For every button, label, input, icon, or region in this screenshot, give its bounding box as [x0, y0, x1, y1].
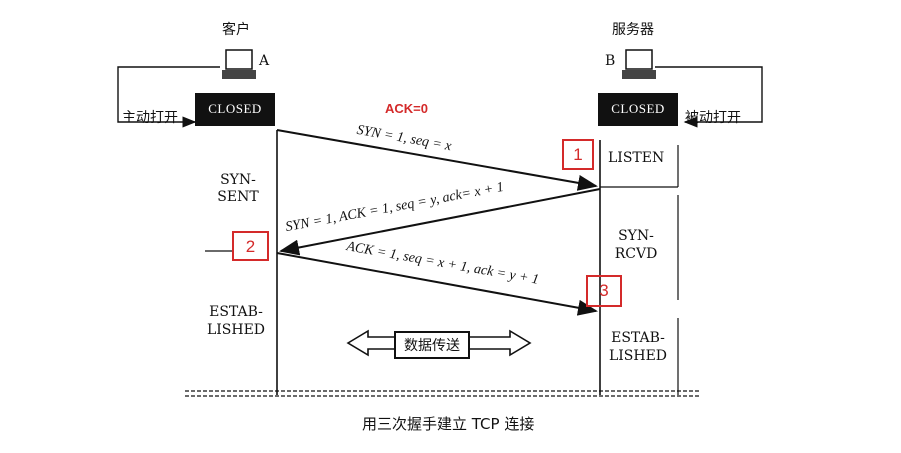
- client-syn-sent-line1: SYN-: [220, 172, 256, 188]
- server-syn-rcvd-line1: SYN-: [618, 228, 654, 244]
- client-syn-sent-line2: SENT: [217, 189, 259, 205]
- data-transfer-box: 数据传送: [394, 331, 470, 359]
- ack-arrow: [276, 252, 598, 316]
- server-open-loop: [655, 66, 763, 128]
- step-marker-3: 3: [586, 275, 622, 307]
- client-computer-icon: [222, 49, 256, 79]
- client-established-line1: ESTAB-: [209, 304, 263, 320]
- server-syn-rcvd-line2: RCVD: [614, 246, 658, 262]
- passive-open-label: 被动打开: [685, 110, 741, 126]
- server-letter: B: [605, 53, 616, 69]
- diagram-caption: 用三次握手建立 TCP 连接: [362, 415, 535, 433]
- client-letter: A: [259, 53, 270, 69]
- server-established-line1: ESTAB-: [611, 330, 665, 346]
- server-title: 服务器: [612, 22, 654, 38]
- active-open-label: 主动打开: [122, 110, 178, 126]
- client-open-loop: [117, 66, 220, 128]
- server-listen-state: LISTEN: [608, 150, 665, 166]
- syn-arrow: [276, 129, 598, 191]
- server-computer-icon: [622, 49, 656, 79]
- ack-zero-label: ACK=0: [385, 101, 428, 116]
- step-marker-2: 2: [232, 231, 269, 261]
- step-marker-1: 1: [562, 139, 594, 170]
- client-established-line2: LISHED: [206, 322, 266, 338]
- server-established-line2: LISHED: [608, 348, 668, 364]
- server-closed-state: CLOSED: [598, 93, 678, 126]
- client-title: 客户: [222, 22, 250, 38]
- client-closed-state: CLOSED: [195, 93, 275, 126]
- syn-ack-arrow: [279, 188, 601, 256]
